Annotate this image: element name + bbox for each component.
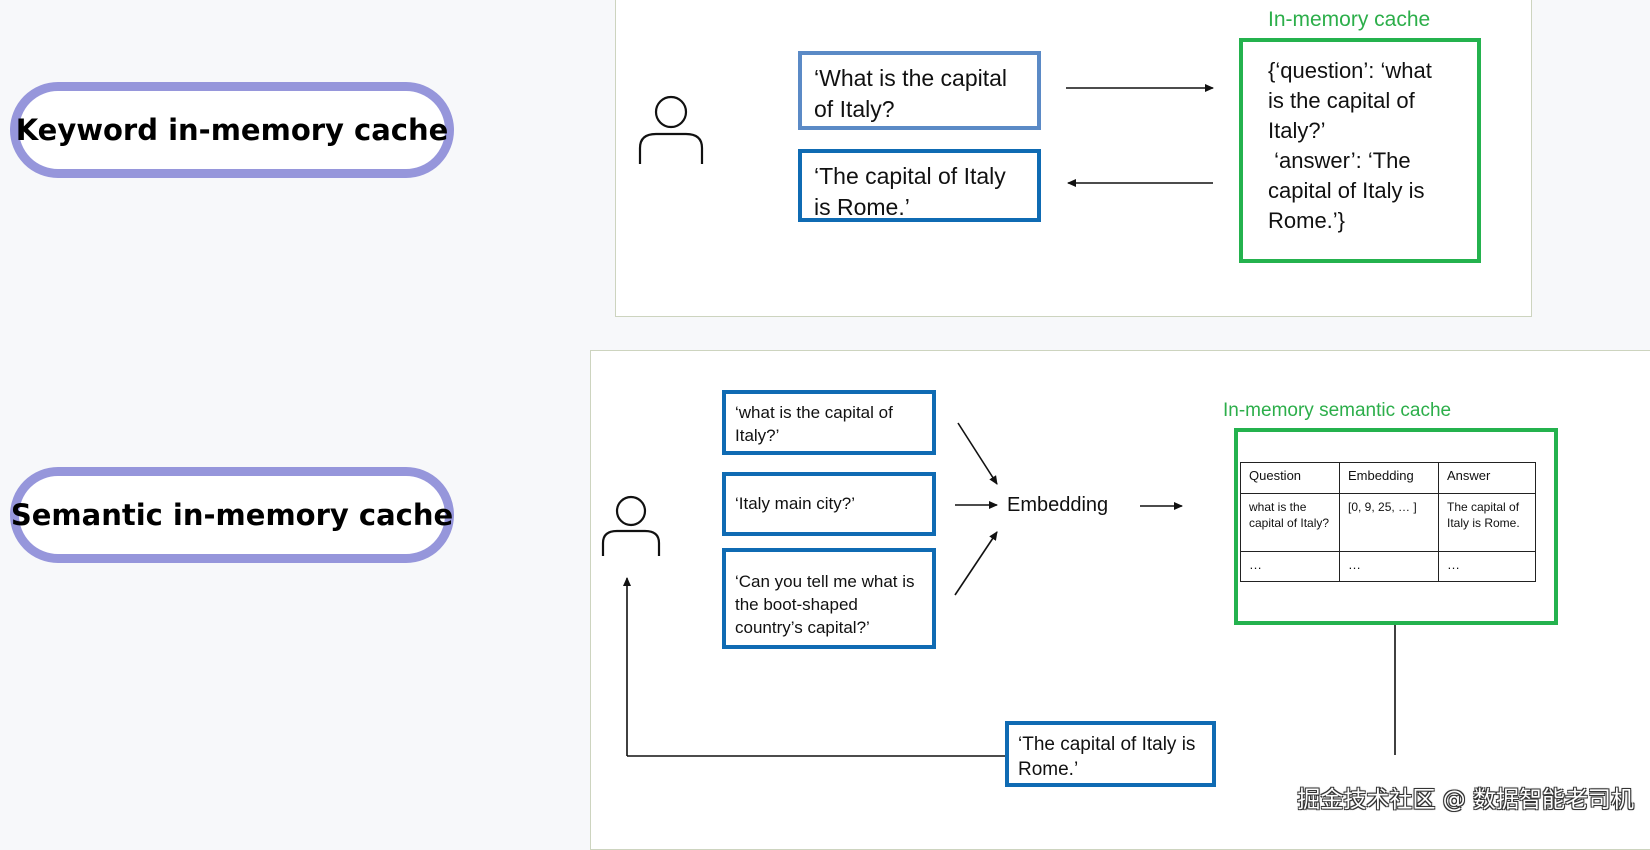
table-row: what is the capital of Italy? [0, 9, 25,… [1240,493,1536,552]
semantic-answer-box: ‘The capital of Italy is Rome.’ [1005,721,1216,787]
semantic-cache-table: Question Embedding Answer what is the ca… [1240,462,1536,582]
table-cell: The capital of Italy is Rome. [1438,493,1536,552]
user-icon [638,95,704,164]
table-cell: … [1339,551,1439,582]
keyword-answer-box: ‘The capital of Italy is Rome.’ [798,149,1041,222]
keyword-cache-store: {‘question’: ‘what is the capital of Ita… [1239,38,1481,263]
user-icon [601,495,661,556]
table-cell: [0, 9, 25, … ] [1339,493,1439,552]
table-row: … … … [1240,551,1536,582]
keyword-cache-title: In-memory cache [1268,8,1431,31]
table-header-question: Question [1240,462,1340,494]
table-cell: … [1240,551,1340,582]
keyword-question-box: ‘What is the capital of Italy? [798,51,1041,130]
arrow-icon [954,531,998,596]
embedding-label: Embedding [1007,494,1109,516]
arrow-icon [957,422,998,485]
query-box-3: ‘Can you tell me what is the boot-shaped… [722,548,936,649]
query-box-2: ‘Italy main city?’ [722,472,936,536]
query-box-1: ‘what is the capital of Italy?’ [722,390,936,455]
watermark: 掘金技术社区 @ 数据智能老司机 [1297,787,1634,813]
table-header-embedding: Embedding [1339,462,1439,494]
semantic-cache-label: Semantic in-memory cache [10,467,454,563]
table-cell: … [1438,551,1536,582]
keyword-cache-label: Keyword in-memory cache [10,82,454,178]
semantic-cache-title: In-memory semantic cache [1223,400,1452,421]
